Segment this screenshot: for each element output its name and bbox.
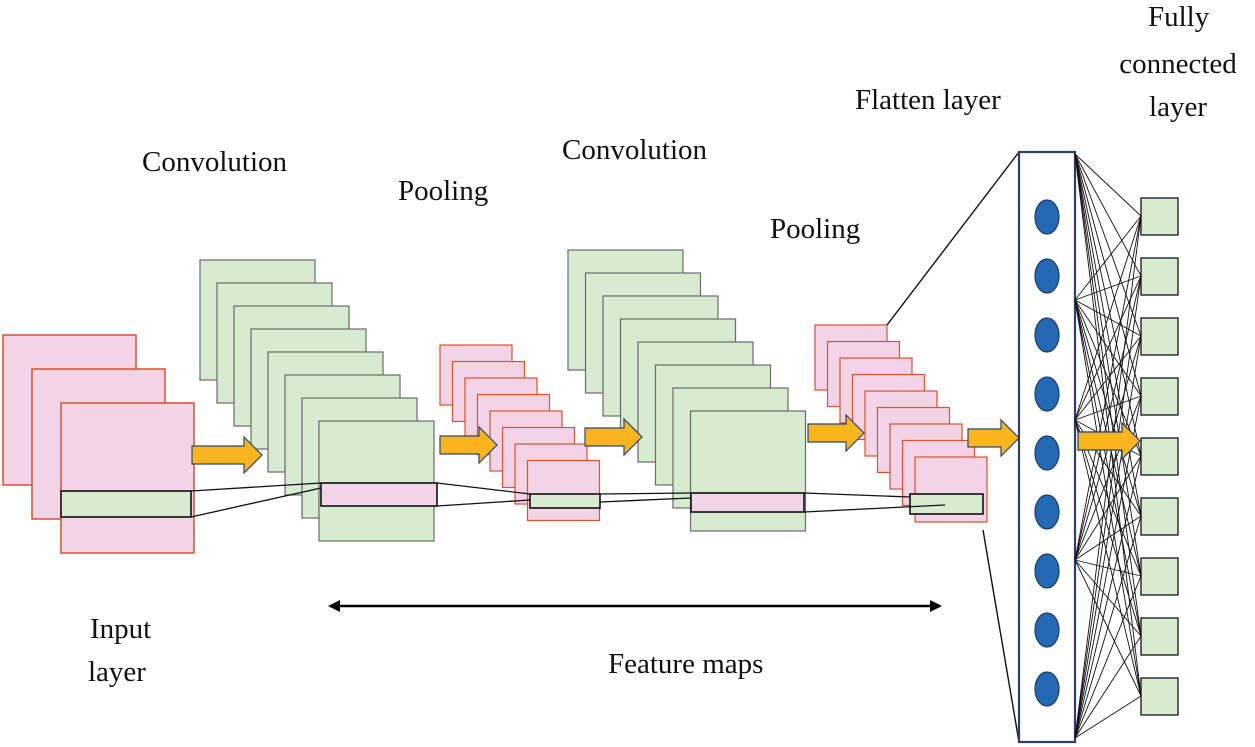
arrow-conv2-pool2 [807, 413, 865, 453]
flatten-node [1034, 435, 1060, 471]
dense-edge [1074, 153, 1142, 217]
dense-edge [1074, 153, 1142, 637]
dense-edge [1074, 153, 1142, 577]
fc-node [1140, 557, 1179, 596]
dense-edge [1074, 215, 1142, 301]
dense-edge [1074, 275, 1142, 739]
dense-edge [1074, 153, 1142, 277]
arrow-pool2-flatten [967, 418, 1020, 458]
arrow-pool1-conv2 [584, 417, 643, 457]
flatten-node [1034, 612, 1060, 648]
dense-edge [1074, 275, 1142, 561]
fc-node [1140, 257, 1179, 296]
arrow-conv1-pool1 [439, 425, 498, 465]
input-label-line2: layer [88, 656, 146, 688]
dense-edge [1074, 395, 1142, 739]
conv1-stack-map [318, 420, 435, 542]
conn-pool1-conv2-bot [599, 497, 692, 503]
flatten-projection-top [886, 151, 1020, 326]
dense-edge [1074, 455, 1142, 739]
feature-maps-label: Feature maps [608, 648, 764, 680]
conv2-stack-map [689, 410, 807, 532]
pool2-stack [814, 324, 988, 523]
fc-node [1140, 377, 1179, 416]
flatten-node [1034, 258, 1060, 294]
conn-conv2-pool2-bot [803, 504, 946, 513]
fc-node [1140, 317, 1179, 356]
arrow-flatten-fc-top [1077, 421, 1141, 461]
flatten-nodes [1034, 199, 1060, 707]
fc-node [1140, 677, 1179, 716]
dense-edge [1074, 275, 1142, 301]
conn-input-conv1-bot [190, 487, 322, 518]
dense-edge [1074, 635, 1142, 739]
dense-edge [1074, 215, 1142, 561]
dense-edge [1074, 515, 1142, 739]
dense-edge [1074, 419, 1142, 697]
flatten-node [1034, 376, 1060, 412]
arrow-input-conv1 [191, 435, 263, 475]
conv2-stack [567, 249, 807, 532]
dense-edge [1074, 695, 1142, 739]
pool1-window [529, 493, 601, 509]
flatten-node [1034, 671, 1060, 707]
dense-edge [1074, 335, 1142, 739]
flatten-projection-bot [982, 529, 1020, 743]
fc-node [1140, 437, 1179, 476]
dense-edge [1074, 395, 1142, 421]
fc-label-line1: Fully [1148, 1, 1210, 33]
fc-node [1140, 497, 1179, 536]
dense-edge [1074, 419, 1142, 637]
dense-edge [1074, 215, 1142, 739]
conn-conv1-pool1-bot [436, 499, 531, 507]
flatten-node [1034, 553, 1060, 589]
pool2-label: Pooling [770, 213, 861, 245]
input-filter-window [60, 490, 192, 518]
conv1-stack [199, 259, 435, 542]
dense-edge [1074, 153, 1142, 517]
fc-node [1140, 617, 1179, 656]
dense-edge [1074, 575, 1142, 739]
flatten-label: Flatten layer [855, 84, 1001, 116]
conn-pool1-conv2-top [599, 492, 692, 495]
fc-label-line3: layer [1149, 91, 1207, 123]
input-stack-map [60, 402, 195, 554]
dense-edge [1074, 153, 1142, 337]
dense-edge [1074, 215, 1142, 421]
fc-nodes [1140, 197, 1179, 716]
flatten-node [1034, 199, 1060, 235]
conv2-receptive-window [690, 492, 805, 513]
conv2-label: Convolution [562, 134, 708, 166]
conn-conv2-pool2-top [803, 492, 911, 498]
conn-conv1-pool1-top [436, 482, 531, 495]
conv1-label: Convolution [142, 146, 288, 178]
dense-edge [1074, 153, 1142, 697]
fc-node [1140, 197, 1179, 236]
conv1-receptive-window [320, 482, 438, 507]
conn-input-conv1-top [190, 482, 322, 492]
fc-label-line2: connected [1119, 48, 1237, 80]
pool2-window [909, 493, 984, 515]
input-stack [2, 334, 195, 554]
flatten-node [1034, 317, 1060, 353]
flatten-node [1034, 494, 1060, 530]
input-label-line1: Input [90, 613, 152, 645]
pool1-stack-map [526, 459, 601, 522]
pool1-label: Pooling [398, 175, 489, 207]
